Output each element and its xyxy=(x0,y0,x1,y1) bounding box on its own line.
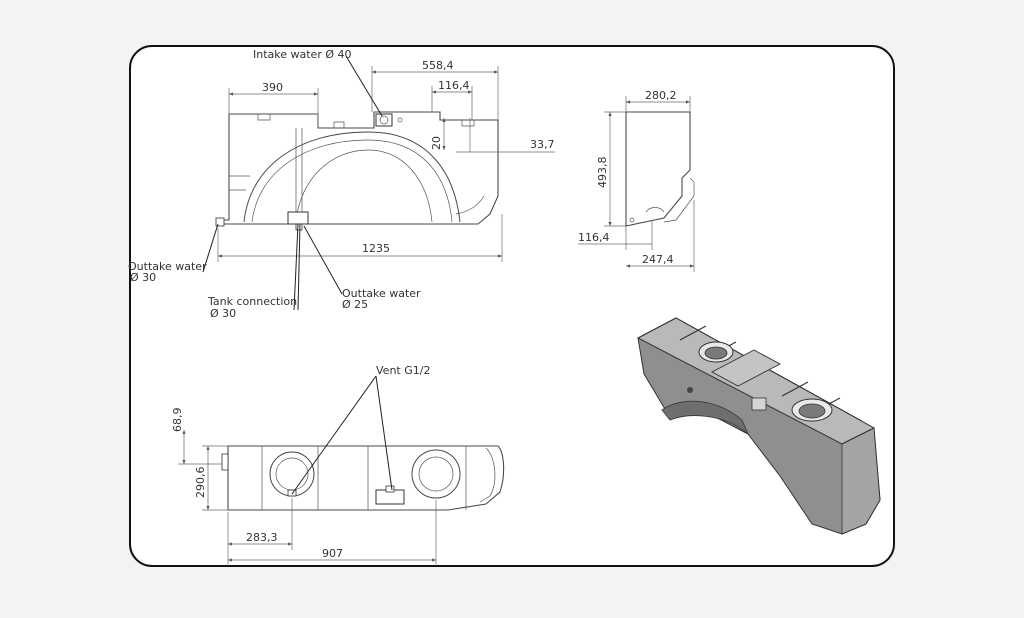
dim-68: 68,9 xyxy=(171,408,184,433)
label-outtake-right: Outtake water xyxy=(342,287,421,300)
label-vent: Vent G1/2 xyxy=(376,364,430,377)
label-tank-connection: Tank connection xyxy=(207,295,297,308)
label-outtake-left-diameter: Ø 30 xyxy=(130,271,156,284)
label-outtake-right-diameter: Ø 25 xyxy=(342,298,368,311)
front-dimensions: 558,4 390 116,4 20 33,7 1235 xyxy=(217,59,555,262)
vent-callout: Vent G1/2 xyxy=(291,364,430,495)
front-view xyxy=(215,111,499,231)
label-tank-connection-diameter: Ø 30 xyxy=(210,307,236,320)
front-callouts: Intake water Ø 40 Outtake water Ø 30 Tan… xyxy=(128,48,421,320)
dim-280: 280,2 xyxy=(645,89,677,102)
dim-20: 20 xyxy=(430,136,443,150)
dim-390: 390 xyxy=(262,81,283,94)
dim-247: 247,4 xyxy=(642,253,674,266)
dim-116-front: 116,4 xyxy=(438,79,470,92)
isometric-view xyxy=(636,317,881,535)
top-dimensions: 68,9 290,6 283,3 907 xyxy=(171,408,437,566)
side-dimensions: 280,2 493,8 116,4 247,4 xyxy=(578,89,695,272)
label-outtake-left: Outtake water xyxy=(128,260,207,273)
dim-493: 493,8 xyxy=(596,157,609,189)
dim-116-side: 116,4 xyxy=(578,231,610,244)
dim-558: 558,4 xyxy=(422,59,454,72)
dim-1235: 1235 xyxy=(362,242,390,255)
label-intake-water: Intake water Ø 40 xyxy=(253,48,352,61)
top-view xyxy=(221,445,505,511)
dim-290: 290,6 xyxy=(194,467,207,499)
dim-33: 33,7 xyxy=(530,138,555,151)
side-view xyxy=(625,111,695,227)
dim-283: 283,3 xyxy=(246,531,278,544)
dim-907: 907 xyxy=(322,547,343,560)
